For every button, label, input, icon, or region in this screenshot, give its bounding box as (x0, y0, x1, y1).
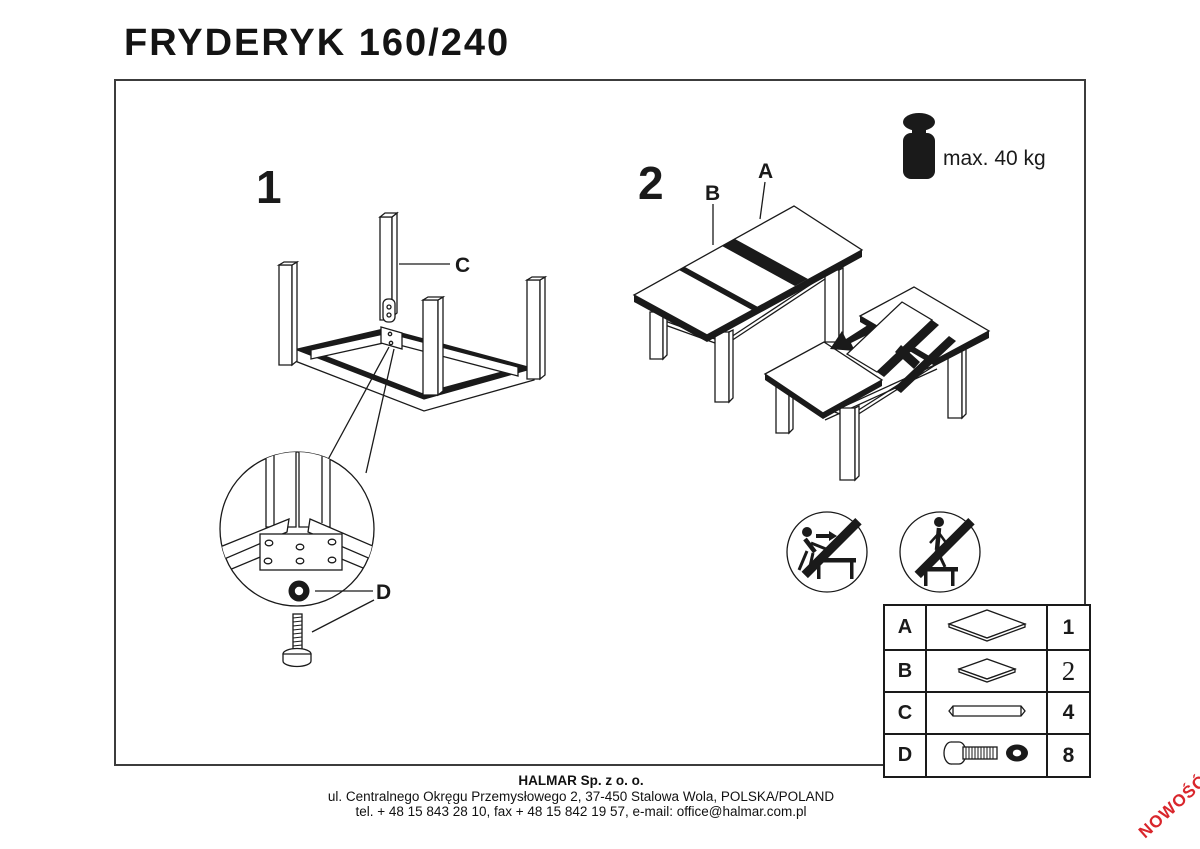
company-address: ul. Centralnego Okręgu Przemysłowego 2, … (327, 788, 835, 804)
bolt-and-washer-icon (942, 741, 1028, 765)
no-pushing-table-icon (786, 511, 868, 593)
open-table-legs (775, 343, 967, 482)
detail-callout-line (365, 348, 395, 474)
hardware-label-line (311, 599, 375, 633)
table-frame (294, 326, 535, 412)
table-row: B 2 (883, 649, 1091, 693)
extension-leaf-icon (956, 657, 1017, 683)
leaf-label: B (705, 182, 720, 205)
table-row: C 4 (883, 691, 1091, 735)
step2-number: 2 (638, 157, 664, 209)
part-letter: D (883, 733, 927, 778)
part-letter: B (883, 649, 927, 693)
closed-table (632, 205, 864, 404)
diagram-frame: 1 (114, 79, 1091, 778)
leaf-seam-stripe (679, 267, 758, 310)
leaf-seam-stripe (722, 239, 808, 286)
detached-leg (378, 211, 399, 323)
tabletop-panel-icon (946, 609, 1027, 642)
step2-diagram: 2 A B (632, 113, 1046, 593)
weight-limit: max. 40 kg (903, 113, 1046, 179)
part-qty: 1 (1046, 604, 1091, 651)
hardware-label: D (376, 581, 391, 604)
step1-number: 1 (256, 161, 282, 213)
bolt-icon (282, 613, 312, 668)
company-contact: tel. + 48 15 843 28 10, fax + 48 15 842 … (355, 804, 807, 819)
page-title: FRYDERYK 160/240 (124, 22, 511, 64)
folding-leaf (845, 301, 956, 393)
table-row: D (883, 733, 1091, 778)
weight-limit-label: max. 40 kg (943, 147, 1046, 170)
part-qty: 2 (1046, 649, 1091, 693)
top-label-line (759, 181, 766, 220)
part-qty: 8 (1046, 733, 1091, 778)
top-label: A (758, 160, 773, 183)
open-table (763, 286, 991, 482)
corner-detail-view (219, 451, 375, 668)
part-letter: A (883, 604, 927, 651)
weight-icon (903, 113, 935, 179)
table-row: A 1 (883, 604, 1091, 651)
footer: HALMAR Sp. z o. o. ul. Centralnego Okręg… (0, 773, 1162, 820)
assembly-diagram: 1 (219, 113, 1046, 668)
company-name: HALMAR Sp. z o. o. (518, 773, 644, 788)
washer-icon (288, 580, 310, 602)
frame-legs (276, 260, 548, 397)
leg-label: C (455, 254, 470, 277)
open-table-left-half (763, 341, 884, 419)
part-qty: 4 (1046, 691, 1091, 735)
parts-list-table: A 1 B (883, 604, 1091, 778)
no-standing-on-table-icon (899, 511, 981, 593)
part-letter: C (883, 691, 927, 735)
table-leg-icon (947, 704, 1026, 717)
insert-arrow-icon (830, 323, 875, 351)
detail-callout-line (323, 346, 390, 468)
step1-diagram: 1 (219, 161, 548, 668)
